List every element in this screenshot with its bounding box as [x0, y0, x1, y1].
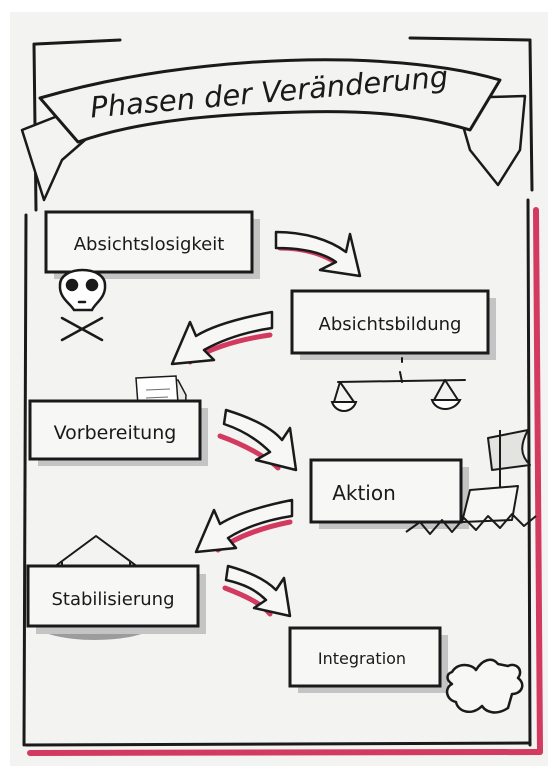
- box-frame: [290, 289, 490, 355]
- outer-frame: [22, 36, 543, 756]
- box-frame: [28, 399, 202, 461]
- arrow-aktion-to-stabilisierung: [194, 498, 294, 554]
- phase-box-aktion: Aktion: [309, 458, 469, 529]
- box-frame: [44, 210, 254, 274]
- arrow-stabilisierung-to-integration: [222, 564, 292, 618]
- phase-label-vorbereitung: Vorbereitung: [54, 422, 177, 444]
- phase-box-absichtsbildung: Absichtsbildung: [290, 289, 496, 360]
- balance-scale-icon: [330, 357, 466, 412]
- skull-crossbones-icon: [58, 268, 107, 342]
- flipchart-paper: [10, 12, 548, 766]
- phase-label-absichtslosigkeit: Absichtslosigkeit: [74, 234, 225, 255]
- box-frame: [288, 626, 442, 688]
- phase-box-absichtslosigkeit: Absichtslosigkeit: [44, 210, 260, 279]
- phase-box-stabilisierung: Stabilisierung: [26, 564, 206, 634]
- puzzle-piece-icon: [445, 658, 524, 714]
- arrow-absichtsbildung-to-vorbereitung: [170, 310, 274, 366]
- box-frame: [309, 458, 463, 524]
- phase-label-absichtsbildung: Absichtsbildung: [319, 314, 462, 335]
- phase-label-aktion: Aktion: [332, 481, 396, 505]
- arrow-vorbereitung-to-aktion: [217, 408, 298, 472]
- phase-box-integration: Integration: [288, 626, 448, 693]
- phase-label-stabilisierung: Stabilisierung: [51, 589, 174, 610]
- box-frame: [26, 564, 200, 628]
- sailboat-on-waves-icon: [405, 429, 537, 535]
- phase-label-integration: Integration: [318, 649, 406, 668]
- arrow-absichtslosigkeit-to-absichtsbildung: [274, 230, 362, 278]
- phase-box-vorbereitung: Vorbereitung: [28, 399, 208, 466]
